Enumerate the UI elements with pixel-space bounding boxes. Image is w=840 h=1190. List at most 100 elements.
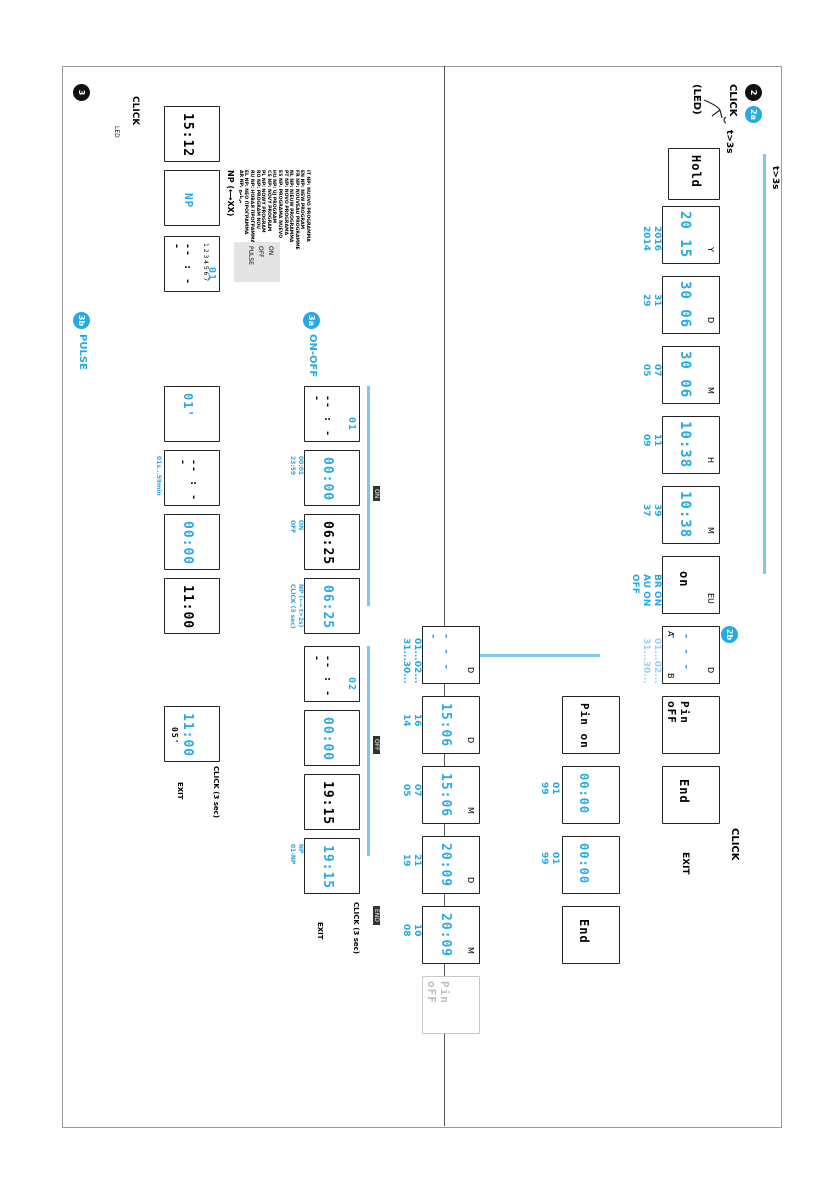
on-band (367, 386, 370, 606)
holiday-b: B (666, 673, 675, 679)
month-display: M 30 06 (662, 346, 720, 404)
section-3b-badge: 3b (73, 312, 90, 329)
year-letter: Y (706, 247, 715, 252)
on-off-label: ON-OFF (307, 334, 318, 378)
section-2b-badge: 2b (721, 626, 738, 643)
pin-off-grey-text: Pin oFF (425, 981, 451, 1004)
hour-display: H 10:38 (662, 416, 720, 474)
minute-letter: M (706, 527, 715, 534)
np-language-item: HU NP: ÚJ PROGRAM (271, 170, 277, 224)
minute-display: M 10:38 (662, 486, 720, 544)
np-language-item: ES NP: PROGRAMA NUEVO (277, 170, 283, 239)
off-tag: OFF (373, 736, 380, 754)
day-letter: D (706, 317, 715, 324)
end2-text: End (577, 919, 591, 944)
pulse-prog-display: 01' (164, 386, 220, 442)
pulse-exit-label: EXIT (176, 782, 184, 800)
holiday-a: A (666, 631, 675, 637)
np-language-item: AR NP: برنامج (237, 170, 243, 204)
day-value: 30 06 (677, 281, 693, 329)
on-tag: ON (373, 486, 380, 502)
holiday-letter: D (706, 667, 715, 674)
section-divider (444, 66, 445, 1126)
pin-off-text: Pin oFF (665, 701, 691, 724)
holiday-step: 01...02...31...30... (641, 638, 662, 684)
pin-on-text: Pin on (578, 703, 591, 749)
h-month2-display: M 20:09 (422, 906, 480, 964)
click3-label: CLICK (3 sec) (352, 902, 360, 954)
section-3a-badge: 3a (303, 312, 320, 329)
pulse-time-display: 11:00 (164, 578, 220, 634)
year-value: 20 15 (677, 211, 693, 259)
bracket-line (763, 154, 766, 574)
led-label: (LED) (691, 84, 702, 115)
page-frame (62, 66, 782, 1128)
section-3-badge: 3 (73, 84, 90, 101)
pin-off-grey-display: Pin oFF (422, 976, 480, 1034)
off-zero-display: 00:00 (304, 710, 360, 766)
pin-code2-display: 00:00 (562, 836, 620, 894)
first-program-display: 1 2 3 4 5 6 7 01 -- : -- (164, 236, 220, 292)
clock-value: 15:12 (180, 113, 195, 158)
mode-selector: ON OFF PULSE (234, 242, 280, 282)
off-final-display: 19:15 (304, 838, 360, 894)
np-display: NP (164, 170, 220, 226)
pulse-dash-display: -- : -- (164, 450, 220, 506)
pulse-label: PULSE (77, 334, 88, 370)
pulse-zero-display: 00:00 (164, 514, 220, 570)
holiday2-display: D - - - - (422, 626, 480, 684)
dst-value: on (677, 571, 691, 588)
holiday-display: D - - - - A B (662, 626, 720, 684)
h-month-value: 15:06 (438, 773, 453, 818)
click-exit-label: CLICK (729, 828, 740, 861)
on-np-keys: NP (⟷ t>2s)CLICK (3 sec) (289, 584, 304, 629)
pulse-click3-label: CLICK (3 sec) (212, 766, 220, 818)
np-language-item: PT NP: NOVO PROGRAMA (282, 170, 288, 236)
year-display: Y 20 15 (662, 206, 720, 264)
bracket-time-label: t>3s (770, 166, 780, 190)
day-display: D 30 06 (662, 276, 720, 334)
s3-led-label: LED (113, 126, 120, 138)
np-language-item: PL NP: NOWY PROGRAM (260, 170, 266, 233)
np-language-item: FR NP: NOUVEAU PROGRAMME (293, 170, 299, 250)
np-language-item: EL NP: ΝΕΟ ΠΡΟΓΡΑΜΜΑ (243, 170, 249, 235)
np-language-item: RU NP: НОВАЯ ПРОГРАММА (249, 170, 255, 244)
clock-display: 15:12 (164, 106, 220, 162)
hold-display: Hold (668, 148, 720, 200)
np-language-item: RO NP: PROGRAM NOU (254, 170, 260, 230)
hold-time-label: t>3s (724, 130, 734, 154)
off-prog-display: 02 -- : -- (304, 646, 360, 702)
h-day-display: D 15:06 (422, 696, 480, 754)
section-2-badge: 2 (745, 84, 762, 101)
click-label: CLICK (727, 84, 738, 117)
holiday2-step: 01...02...31...30... (401, 638, 422, 684)
month-letter: M (706, 387, 715, 394)
s3-click-label: CLICK (130, 96, 140, 126)
h-day-value: 15:06 (438, 703, 453, 748)
end-display: End (662, 766, 720, 824)
rotated-content: 2 2a CLICK (LED) t>3s Hold t>3s Y 20 15 … (62, 66, 780, 1126)
dst-letter: EU (706, 593, 715, 604)
exit-label: EXIT (680, 852, 690, 875)
pin-code2-value: 00:00 (577, 843, 591, 885)
np-language-item: CS NP: NOVÝ PROGRAM (265, 170, 271, 232)
end-tag: END (373, 906, 380, 925)
off-time-display: 19:15 (304, 774, 360, 830)
np-text: NP (182, 193, 195, 209)
holiday-arrow (480, 654, 600, 657)
pin-code-value: 00:00 (577, 773, 591, 815)
section-2a-badge: 2a (745, 106, 762, 123)
h-month2-value: 20:09 (438, 913, 453, 958)
pulse-final-display: 11:00 05' (164, 706, 220, 762)
off-band (367, 646, 370, 856)
